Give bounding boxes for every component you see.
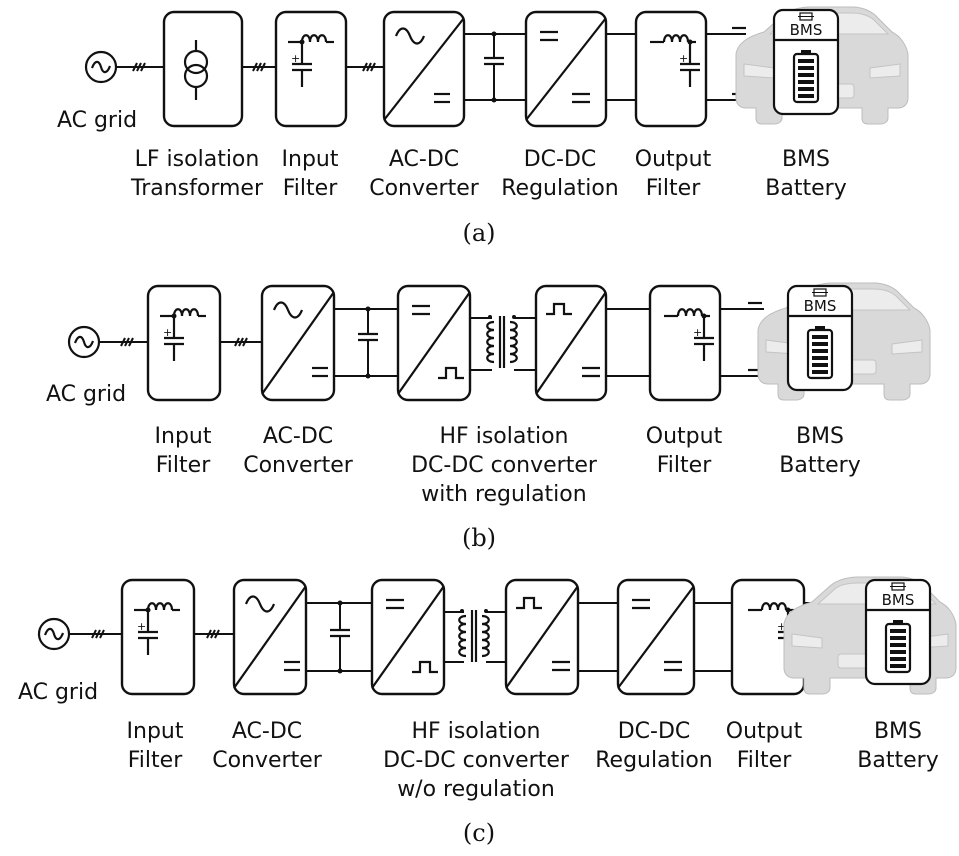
block-label-c-4-l2: Regulation <box>595 748 712 773</box>
hf-transformer-icon-b <box>486 313 518 370</box>
block-label-b-2-l1: AC-DC <box>263 424 333 449</box>
block-label-a-6-l2: Battery <box>765 176 846 201</box>
ac-grid-label-b: AC grid <box>46 382 126 407</box>
block-label-b-3-l2: DC-DC converter <box>411 453 598 478</box>
block-label-c-6-l1: BMS <box>874 719 922 744</box>
block-label-a-6-l1: BMS <box>782 147 830 172</box>
block-label-c-3-l3: w/o regulation <box>397 777 555 802</box>
lf-transformer-block-a <box>162 10 244 128</box>
block-label-a-5-l1: Output <box>635 147 712 172</box>
block-label-c-3-l2: DC-DC converter <box>383 748 570 773</box>
block-label-c-6-l2: Battery <box>857 748 938 773</box>
block-label-b-3-l1: HF isolation <box>440 424 569 449</box>
bms-tag-b: BMS <box>804 297 837 315</box>
block-label-a-1-l2: Transformer <box>130 176 264 201</box>
bms-tag-a: BMS <box>790 21 823 39</box>
block-label-a-4-l1: DC-DC <box>524 147 597 172</box>
block-label-b-4-l2: Filter <box>657 453 712 478</box>
block-label-b-4-l1: Output <box>646 424 723 449</box>
bms-tag-c: BMS <box>882 591 915 609</box>
diagram-b: BMS AC grid Input Filter AC-DC Converter… <box>46 282 931 552</box>
diagram-c: BMS AC grid Input Filter AC-DC Converter… <box>18 576 957 847</box>
block-label-c-4-l1: DC-DC <box>618 719 691 744</box>
hf-transformer-icon-c <box>458 607 490 664</box>
block-label-b-5-l2: Battery <box>779 453 860 478</box>
caption-b: (b) <box>462 524 496 552</box>
block-label-a-4-l2: Regulation <box>501 176 618 201</box>
block-label-c-1-l2: Filter <box>128 748 183 773</box>
block-label-b-1-l2: Filter <box>156 453 211 478</box>
block-label-a-2-l1: Input <box>282 147 339 172</box>
caption-c: (c) <box>463 819 495 847</box>
ac-source-icon-b <box>67 325 101 359</box>
block-label-b-5-l1: BMS <box>796 424 844 449</box>
block-label-c-3-l1: HF isolation <box>412 719 541 744</box>
block-label-b-1-l1: Input <box>155 424 212 449</box>
block-label-a-3-l2: Converter <box>369 176 480 201</box>
diagram-a: BMS AC grid LF isolation Transformer Inp… <box>57 6 909 247</box>
block-label-a-3-l1: AC-DC <box>389 147 459 172</box>
caption-a: (a) <box>462 219 495 247</box>
block-label-a-1-l1: LF isolation <box>135 147 260 172</box>
block-label-b-2-l2: Converter <box>243 453 354 478</box>
block-label-c-5-l2: Filter <box>737 748 792 773</box>
block-label-a-5-l2: Filter <box>646 176 701 201</box>
ac-grid-label-c: AC grid <box>18 680 98 705</box>
block-label-a-2-l2: Filter <box>283 176 338 201</box>
ac-source-icon-c <box>37 617 71 651</box>
block-label-c-2-l2: Converter <box>212 748 323 773</box>
block-label-c-5-l1: Output <box>726 719 803 744</box>
ac-grid-label-a: AC grid <box>57 108 137 133</box>
block-label-c-1-l1: Input <box>127 719 184 744</box>
block-label-b-3-l3: with regulation <box>421 482 586 507</box>
ac-source-icon-a <box>84 50 118 84</box>
block-label-c-2-l1: AC-DC <box>232 719 302 744</box>
